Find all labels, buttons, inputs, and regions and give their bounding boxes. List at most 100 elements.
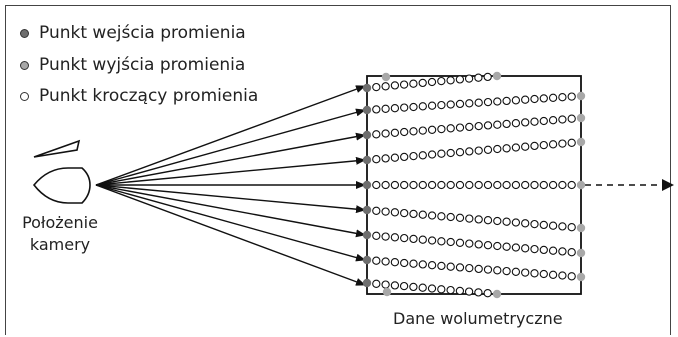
exit-point: [576, 272, 586, 282]
march-point: [381, 82, 390, 91]
march-point: [437, 76, 446, 86]
march-point: [548, 116, 558, 125]
march-point: [483, 180, 493, 190]
march-point: [390, 104, 400, 113]
march-point: [465, 99, 474, 108]
march-point: [474, 215, 483, 224]
march-point: [437, 149, 446, 158]
march-point: [372, 206, 381, 215]
march-point: [502, 266, 511, 276]
march-point: [502, 96, 511, 106]
march-point: [427, 261, 437, 270]
march-point: [409, 151, 418, 161]
camera-ray-3: [95, 132, 366, 186]
camera-icon: [32, 139, 91, 204]
diagram-frame: [5, 5, 671, 335]
march-point: [558, 247, 567, 256]
march-point: [427, 236, 437, 245]
march-point: [539, 220, 548, 230]
march-point: [539, 140, 548, 150]
march-point: [381, 154, 390, 163]
march-point: [399, 281, 409, 291]
continuation-arrowhead-icon: [662, 179, 674, 191]
march-point: [502, 119, 511, 129]
entry-point: [362, 278, 372, 288]
exit-point: [381, 72, 391, 82]
march-point: [455, 148, 465, 157]
camera-ray-7: [95, 184, 366, 238]
exit-point: [576, 248, 586, 258]
march-point: [372, 155, 381, 164]
march-point: [539, 94, 548, 103]
march-point: [474, 180, 483, 190]
march-point: [548, 93, 558, 102]
march-point: [493, 97, 502, 106]
march-point: [530, 117, 539, 126]
march-point: [372, 279, 381, 288]
march-point: [455, 180, 465, 190]
march-point: [493, 216, 502, 226]
march-point: [483, 72, 492, 82]
march-point: [548, 270, 558, 279]
exit-point: [576, 137, 586, 147]
march-point: [390, 180, 400, 190]
march-point: [548, 180, 558, 190]
march-point: [418, 210, 427, 219]
march-point: [530, 94, 539, 104]
march-point: [511, 243, 521, 252]
march-point: [437, 100, 446, 110]
march-point: [521, 219, 530, 228]
march-point: [511, 96, 521, 105]
entry-point: [362, 155, 372, 165]
march-point: [464, 74, 474, 83]
march-point: [437, 237, 446, 246]
march-point: [446, 237, 455, 247]
march-point: [465, 263, 474, 273]
march-point: [548, 140, 558, 149]
march-point: [437, 285, 446, 294]
march-point: [446, 148, 455, 158]
entry-point-marker-icon: [20, 28, 29, 38]
volume-label: Dane wolumetryczne: [393, 309, 563, 328]
march-point: [483, 265, 493, 274]
march-point: [372, 82, 381, 92]
march-point: [381, 104, 390, 113]
march-point: [390, 128, 400, 137]
march-point: [418, 126, 427, 135]
march-point: [530, 180, 539, 190]
march-point: [474, 121, 483, 131]
march-point: [567, 114, 576, 123]
march-point: [418, 78, 427, 88]
march-point: [427, 150, 437, 159]
march-point: [530, 269, 539, 278]
exit-point: [576, 91, 586, 101]
march-point: [465, 180, 474, 190]
march-point: [427, 101, 437, 110]
march-point: [446, 76, 455, 85]
march-point: [548, 221, 558, 230]
march-point: [400, 233, 409, 243]
march-point: [567, 138, 576, 147]
march-point: [437, 124, 446, 134]
march-point: [539, 180, 548, 190]
march-point: [539, 116, 548, 126]
march-point: [521, 180, 530, 190]
march-point: [474, 73, 483, 82]
march-point: [474, 146, 483, 155]
march-point: [418, 283, 427, 292]
march-point: [390, 81, 400, 90]
march-point: [530, 141, 539, 151]
march-point: [567, 272, 576, 281]
march-point: [372, 256, 381, 265]
march-point: [418, 102, 427, 111]
march-point: [390, 258, 400, 267]
march-point: [464, 287, 474, 296]
march-point: [381, 180, 390, 190]
march-point: [400, 208, 409, 218]
entry-point: [362, 83, 372, 93]
march-point: [418, 235, 427, 244]
march-point: [483, 216, 493, 225]
legend-item-march: Punkt kroczący promienia: [20, 86, 258, 106]
